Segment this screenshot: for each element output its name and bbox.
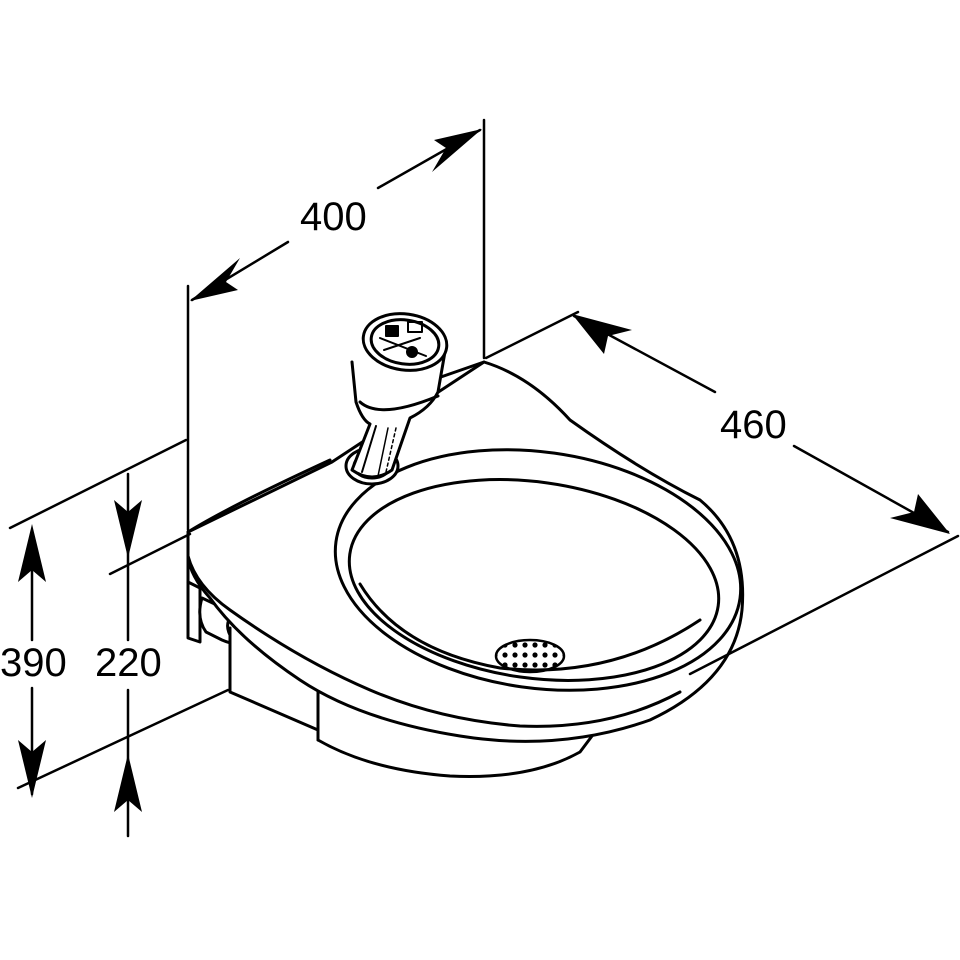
arrow-400-right [432, 129, 482, 172]
dimension-arrows [18, 129, 950, 812]
arrow-460-top [572, 314, 632, 354]
dimension-total-height-label: 390 [0, 641, 67, 685]
dimension-width-label: 400 [300, 195, 367, 239]
washbasin [186, 312, 745, 778]
bowl-inner-rim [347, 478, 721, 682]
arrow-400-left [190, 258, 240, 301]
mounting-bracket [186, 538, 202, 644]
arrow-390-bottom [18, 740, 46, 798]
faucet-symbol-icon [379, 321, 427, 358]
arrow-460-bottom [890, 494, 950, 534]
dimension-lower-height-label: 220 [95, 641, 162, 685]
dimension-depth-label: 460 [720, 403, 787, 447]
basin-back-edge [186, 458, 332, 534]
arrow-220-top [114, 500, 142, 558]
arrow-220-bottom [114, 754, 142, 812]
bowl-floor [358, 582, 702, 672]
drain-grille [494, 638, 566, 674]
arrow-390-top [18, 524, 46, 582]
faucet-body [350, 344, 448, 479]
basin-front-edge [186, 554, 682, 728]
